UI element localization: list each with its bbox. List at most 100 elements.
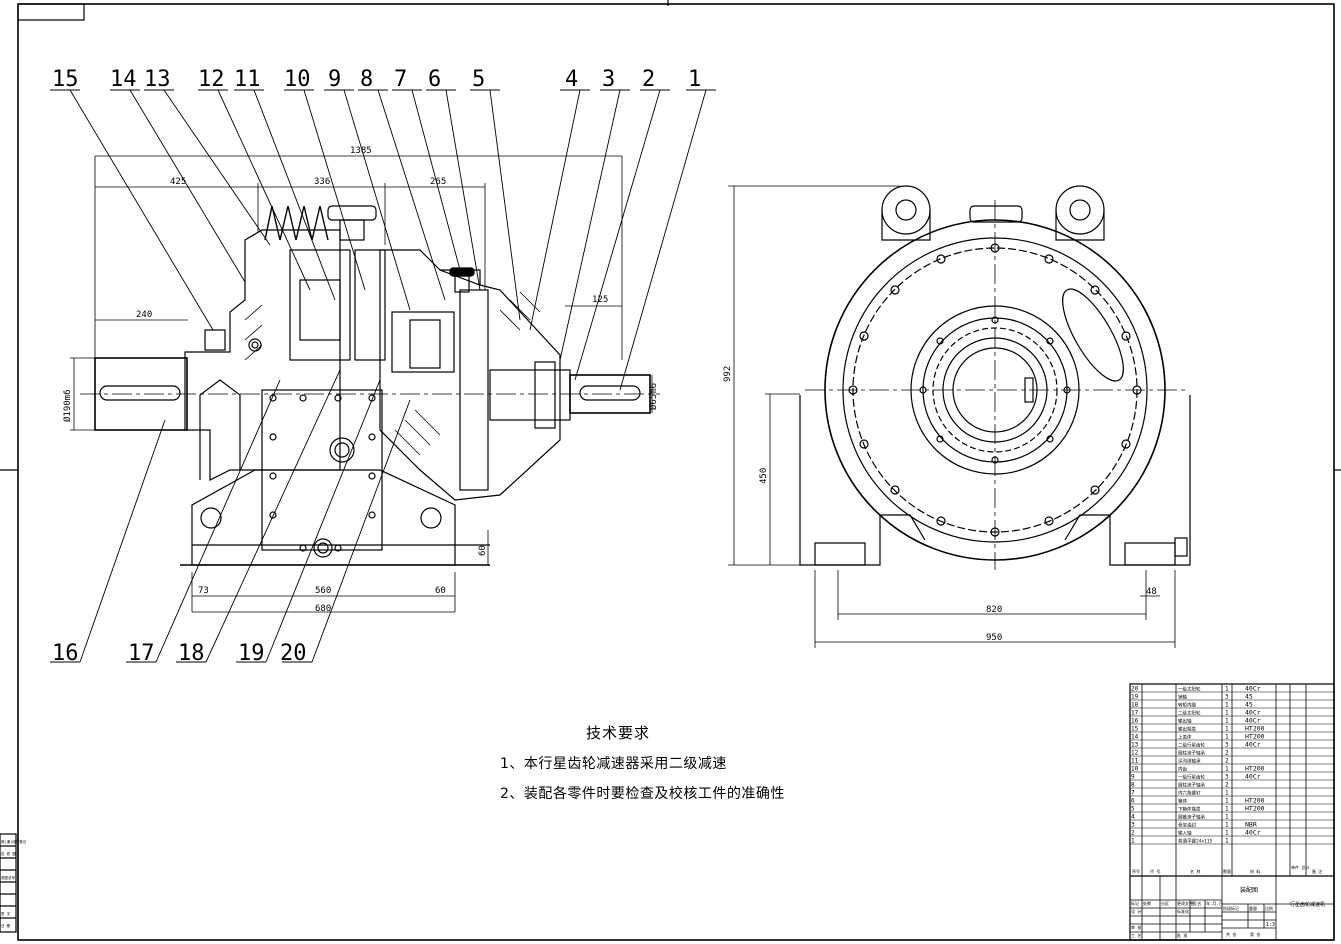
- bom-cell-name: 上盖体: [1178, 734, 1192, 741]
- dimension-labels: 1385 425 336 265 240 125 Ø190m6 Ø65m6 73…: [62, 146, 1157, 643]
- bom-cell-name: 普通平键24x115: [1178, 838, 1213, 845]
- balloon-5: 5: [472, 67, 485, 92]
- note-line-1: 1、本行星齿轮减速器采用二级减速: [500, 756, 727, 772]
- bom-cell-no: 18: [1131, 702, 1139, 709]
- product-name: 行星齿轮减速机: [1290, 901, 1325, 908]
- bom-cell-qty: 3: [1225, 774, 1229, 781]
- bom-cell-no: 16: [1131, 718, 1139, 725]
- bom-cell-qty: 1: [1225, 838, 1229, 845]
- bom-cell-no: 4: [1131, 814, 1135, 821]
- bom-cell-no: 17: [1131, 710, 1139, 717]
- bom-cell-mat: HT200: [1245, 765, 1265, 773]
- bom-cell-name: 骨架油封: [1178, 822, 1196, 829]
- bom-cell-no: 13: [1131, 742, 1139, 749]
- drawing-name: 装配图: [1240, 886, 1258, 894]
- bom-cell-name: 一级行星齿轮: [1178, 774, 1205, 781]
- bom-cell-no: 15: [1131, 726, 1139, 733]
- bom-cell-name: 二级行星齿轮: [1178, 742, 1205, 749]
- dim-48: 48: [1146, 587, 1157, 597]
- bom-cell-qty: 1: [1225, 726, 1229, 733]
- bom-cell-qty: 1: [1225, 830, 1229, 837]
- bom-header-weight: 单件 总计: [1291, 864, 1309, 870]
- dim-125: 125: [592, 295, 608, 305]
- bom-cell-qty: 1: [1225, 798, 1229, 805]
- bom-cell-qty: 1: [1225, 702, 1229, 709]
- side-dimensions: [728, 185, 1176, 648]
- balloon-7: 7: [394, 67, 407, 92]
- bom-cell-name: 深沟球轴承: [1178, 758, 1201, 765]
- bom-cell-mat: 40Cr: [1245, 709, 1261, 717]
- tb-label-7: 标准化: [1177, 908, 1189, 914]
- bom-cell-qty: 1: [1225, 710, 1229, 717]
- bom-cell-mat: HT200: [1245, 805, 1265, 813]
- bom-header-mat: 材 料: [1250, 868, 1260, 874]
- bom-cell-name: 箱体: [1178, 798, 1187, 805]
- bom-row-lines: [1130, 691, 1334, 845]
- bom-cell-mat: NBR: [1245, 821, 1257, 829]
- technical-requirements: 技术要求 1、本行星齿轮减速器采用二级减速 2、装配各零件时要检查及校核工件的准…: [500, 722, 785, 813]
- bom-cell-qty: 1: [1225, 718, 1229, 725]
- tb-label-0: 标记: [1131, 900, 1139, 906]
- bom-cell-name: 内齿: [1178, 766, 1187, 773]
- dim-992: 992: [723, 366, 733, 382]
- dim-820: 820: [986, 605, 1002, 615]
- tb-label-14: 共 张: [1226, 931, 1236, 937]
- bom-cell-no: 14: [1131, 734, 1139, 741]
- bom-cell-name: 输出轴: [1178, 718, 1192, 725]
- bom-cell-no: 8: [1131, 782, 1135, 789]
- bom-cell-qty: 3: [1225, 742, 1229, 749]
- bom-header-name: 名 称: [1190, 868, 1200, 874]
- bom-cell-no: 12: [1131, 750, 1139, 757]
- stamp-4: 日 期: [1, 923, 11, 928]
- bom-cell-name: 内六角螺钉: [1178, 790, 1201, 797]
- bom-cell-no: 2: [1131, 830, 1135, 837]
- bom-cell-no: 20: [1131, 686, 1139, 693]
- title-block-text: 序号 代 号 名 称 数量 材 料 单件 总计 备 注 装配图 行星齿轮减速机 …: [1131, 864, 1325, 938]
- balloon-20: 20: [280, 641, 307, 666]
- dim-425: 425: [170, 177, 186, 187]
- bom-cell-no: 6: [1131, 798, 1135, 805]
- balloon-11: 11: [234, 67, 261, 92]
- balloon-17: 17: [128, 641, 155, 666]
- scale: 1:3: [1266, 922, 1275, 928]
- balloon-13: 13: [144, 67, 171, 92]
- tb-label-15: 第 张: [1250, 931, 1260, 937]
- tb-label-3: 更改文件号: [1177, 900, 1197, 906]
- bom-cell-mat: HT200: [1245, 733, 1265, 741]
- balloon-12: 12: [198, 67, 225, 92]
- dim-336: 336: [314, 177, 330, 187]
- dim-73: 73: [198, 586, 209, 596]
- bom-cell-name: 下箱体端盖: [1178, 806, 1201, 813]
- tb-label-5: 年.月.日: [1206, 900, 1223, 906]
- dim-450: 450: [759, 468, 769, 484]
- dim-950: 950: [986, 633, 1002, 643]
- balloon-labels: 15 14 13 12 11 10 9 8 7 6 5 4 3 2 1 16 1…: [52, 67, 701, 666]
- balloon-14: 14: [110, 67, 137, 92]
- stamp-3: 签 字: [1, 911, 11, 916]
- dim-shaft-out: Ø190m6: [62, 389, 73, 422]
- bom-cell-mat: 40Cr: [1245, 829, 1261, 837]
- balloon-3: 3: [602, 67, 615, 92]
- tb-label-10: 比例: [1265, 905, 1273, 911]
- dim-1385: 1385: [350, 146, 372, 156]
- tb-label-6: 设 计: [1131, 908, 1141, 914]
- notes-title: 技术要求: [586, 724, 651, 742]
- stamp-2: 底图总号: [1, 875, 15, 880]
- side-view: [799, 185, 1191, 570]
- balloon-18: 18: [178, 641, 205, 666]
- dim-680: 680: [315, 604, 331, 614]
- dim-560: 560: [315, 586, 331, 596]
- tb-label-4: 签 名: [1191, 900, 1201, 906]
- bom-cell-qty: 1: [1225, 790, 1229, 797]
- balloon-2: 2: [642, 67, 655, 92]
- stamp-0: 借(通)用件登记: [1, 839, 27, 844]
- balloon-1: 1: [688, 67, 701, 92]
- bom-header-code: 代 号: [1150, 868, 1160, 874]
- bom-cell-name: 圆柱滚子轴承: [1178, 782, 1205, 789]
- bom-cell-qty: 1: [1225, 822, 1229, 829]
- balloon-4: 4: [565, 67, 578, 92]
- bom-cell-qty: 2: [1225, 750, 1229, 757]
- bolt-circle: [848, 243, 1142, 537]
- bom-cell-qty: 1: [1225, 734, 1229, 741]
